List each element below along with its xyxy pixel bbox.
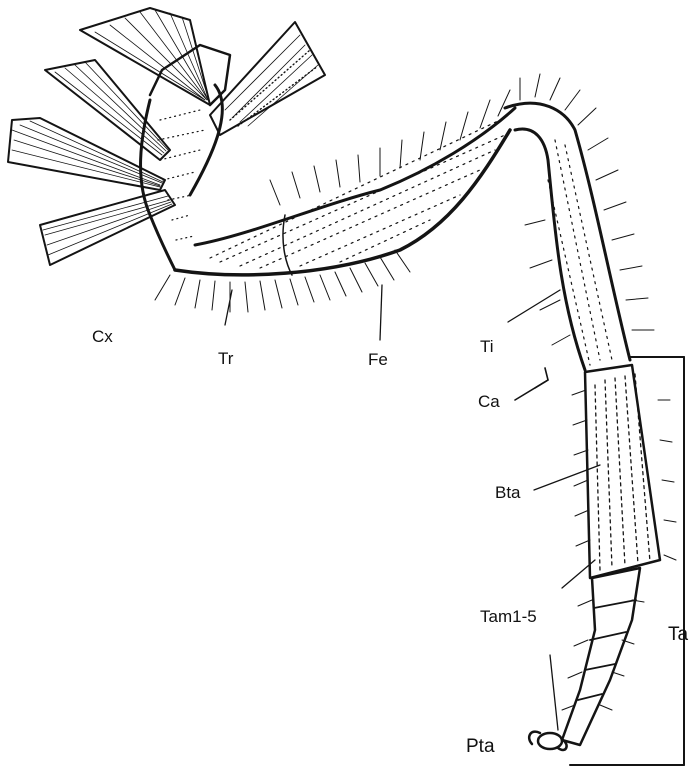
tarsomeres-segment xyxy=(562,568,640,745)
label-tarsomeres: Tam1-5 xyxy=(480,607,537,626)
tibia-segment xyxy=(505,103,630,370)
leg-setae xyxy=(155,74,676,710)
femur-segment xyxy=(175,108,515,275)
leader-lines xyxy=(225,285,600,730)
label-femur: Fe xyxy=(368,350,388,369)
label-tarsus: Ta xyxy=(668,624,689,645)
muscle-fan-upper-left xyxy=(45,60,170,160)
muscle-fans xyxy=(8,8,325,265)
label-basitarsus: Bta xyxy=(495,483,521,502)
label-tibia: Ti xyxy=(480,337,494,356)
muscle-fan-top xyxy=(80,8,210,105)
label-trochanter: Tr xyxy=(218,349,234,368)
label-coxa: Cx xyxy=(92,327,113,346)
label-calcar: Ca xyxy=(478,392,500,411)
label-pretarsus: Pta xyxy=(466,736,495,757)
pretarsus-claw xyxy=(529,732,566,750)
basitarsus-segment xyxy=(585,365,660,578)
